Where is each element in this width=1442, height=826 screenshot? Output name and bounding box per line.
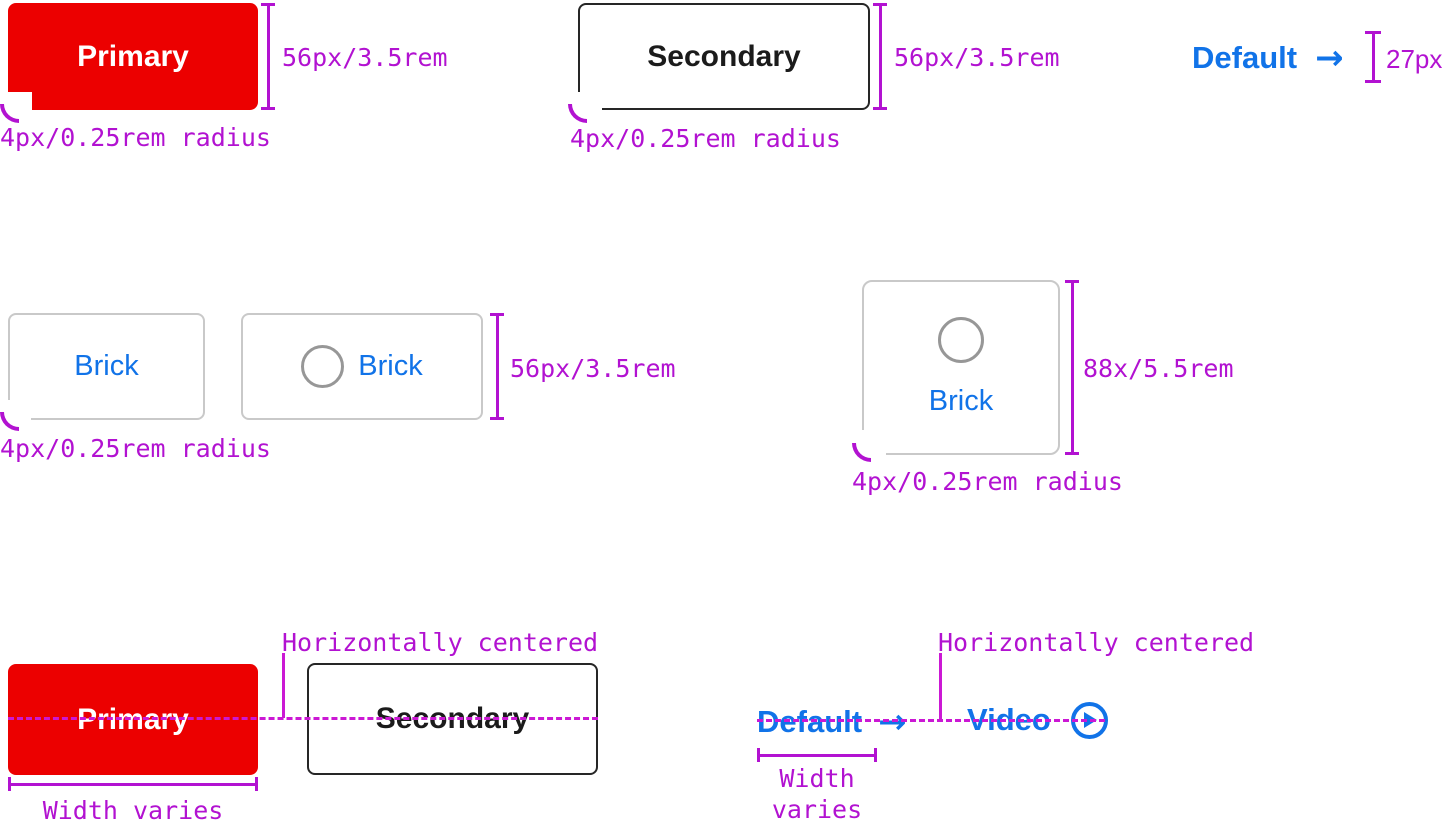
width-varies-label: Width xyxy=(779,764,855,793)
centered-annotation: Horizontally centered xyxy=(938,628,1255,657)
height-measure-bracket xyxy=(873,3,887,110)
arrow-right-icon: → xyxy=(1315,38,1344,78)
secondary-button[interactable]: Secondary xyxy=(578,3,870,110)
brick-button-label: Brick xyxy=(74,350,139,382)
radius-arc-icon xyxy=(568,104,587,123)
height-measure-bracket xyxy=(1365,31,1381,83)
height-measure-label: 56px/3.5rem xyxy=(510,354,676,383)
width-measure-bracket xyxy=(8,777,258,791)
height-measure-label: 56px/3.5rem xyxy=(282,43,448,72)
primary-button[interactable]: Primary xyxy=(8,3,258,110)
brick-large-button[interactable]: Brick xyxy=(862,280,1060,455)
width-varies-label: varies xyxy=(771,795,863,824)
default-link-label: Default xyxy=(757,704,863,739)
radius-label: 4px/0.25rem radius xyxy=(570,124,841,153)
circle-icon xyxy=(301,345,345,388)
radius-label: 4px/0.25rem radius xyxy=(0,123,271,152)
default-link-bottom[interactable]: Default → xyxy=(757,703,907,741)
radius-label: 4px/0.25rem radius xyxy=(0,434,271,463)
height-measure-label: 27px xyxy=(1386,44,1442,74)
radius-arc-icon xyxy=(852,443,871,462)
primary-button-label: Primary xyxy=(77,39,189,73)
brick-large-button-label: Brick xyxy=(928,385,994,417)
width-measure-bracket xyxy=(757,748,877,762)
height-measure-label: 88x/5.5rem xyxy=(1083,354,1234,383)
centered-annotation: Horizontally centered xyxy=(282,628,599,657)
radius-label: 4px/0.25rem radius xyxy=(852,467,1123,496)
brick-button[interactable]: Brick xyxy=(8,313,205,420)
center-dashed-line xyxy=(757,719,1105,722)
height-measure-bracket xyxy=(261,3,275,110)
default-link[interactable]: Default → xyxy=(1192,39,1344,77)
brick-icon-button-label: Brick xyxy=(358,350,423,382)
secondary-button-label: Secondary xyxy=(647,39,801,73)
default-link-label: Default xyxy=(1192,40,1298,75)
circle-icon xyxy=(938,317,984,363)
leader-line xyxy=(282,653,285,718)
radius-arc-icon xyxy=(0,412,19,431)
arrow-right-icon: → xyxy=(878,702,907,742)
radius-arc-icon xyxy=(0,104,19,123)
width-varies-label: Width varies xyxy=(42,796,224,825)
brick-icon-button[interactable]: Brick xyxy=(241,313,483,420)
height-measure-label: 56px/3.5rem xyxy=(894,43,1060,72)
height-measure-bracket xyxy=(1065,280,1079,455)
leader-line xyxy=(939,653,942,720)
height-measure-bracket xyxy=(490,313,504,420)
center-dashed-line xyxy=(8,717,598,720)
